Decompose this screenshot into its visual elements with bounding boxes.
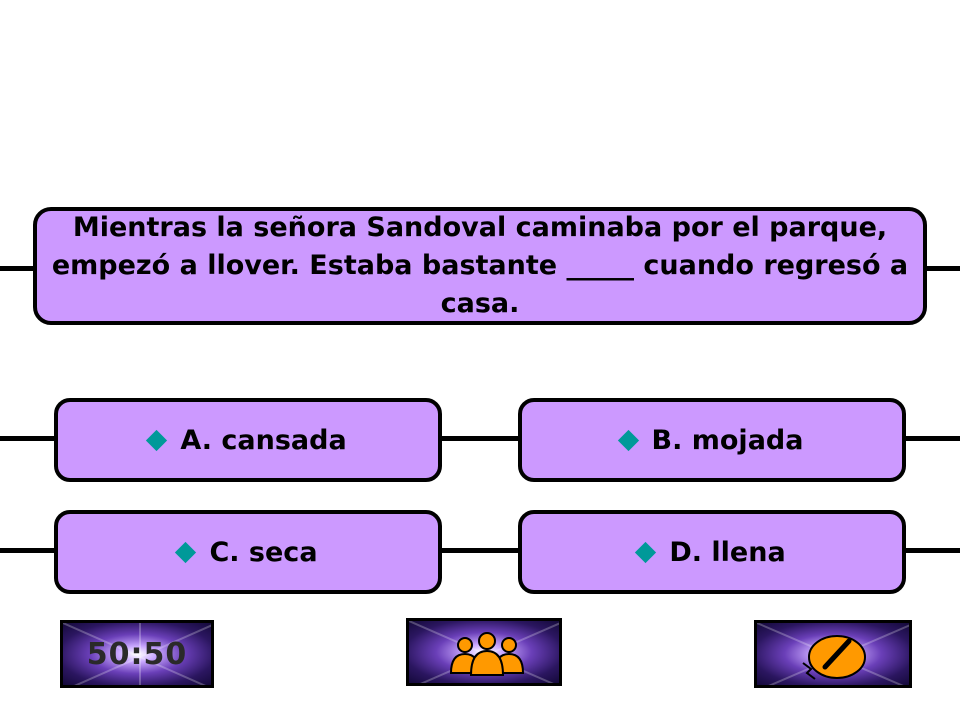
answer-c-button[interactable]: C. seca bbox=[54, 510, 442, 594]
phone-icon bbox=[757, 623, 909, 685]
row1-line-left bbox=[0, 436, 56, 441]
fifty-fifty-lifeline-button[interactable]: 50:50 bbox=[60, 620, 214, 688]
answer-a-label: A. cansada bbox=[180, 424, 347, 456]
answer-a-button[interactable]: A. cansada bbox=[54, 398, 442, 482]
question-text: Mientras la señora Sandoval caminaba por… bbox=[51, 212, 909, 319]
row1-line-middle bbox=[440, 436, 520, 441]
answer-d-label: D. llena bbox=[669, 536, 786, 568]
answer-d-button[interactable]: D. llena bbox=[518, 510, 906, 594]
fifty-fifty-icon: 50:50 bbox=[86, 637, 188, 672]
row2-line-left bbox=[0, 548, 56, 553]
ask-audience-lifeline-button[interactable] bbox=[406, 618, 562, 686]
row2-line-middle bbox=[440, 548, 520, 553]
answer-c-label: C. seca bbox=[209, 536, 318, 568]
phone-friend-lifeline-button[interactable] bbox=[754, 620, 912, 688]
starburst-decoration bbox=[63, 623, 211, 685]
answer-b-button[interactable]: B. mojada bbox=[518, 398, 906, 482]
answer-b-label: B. mojada bbox=[651, 424, 804, 456]
question-panel: Mientras la señora Sandoval caminaba por… bbox=[33, 207, 927, 325]
row2-line-right bbox=[904, 548, 960, 553]
diamond-icon bbox=[617, 429, 639, 451]
row1-line-right bbox=[904, 436, 960, 441]
question-line-left bbox=[0, 266, 36, 271]
diamond-icon bbox=[175, 541, 197, 563]
diamond-icon bbox=[635, 541, 657, 563]
diamond-icon bbox=[146, 429, 168, 451]
audience-icon bbox=[409, 621, 559, 683]
question-line-right bbox=[925, 266, 960, 271]
